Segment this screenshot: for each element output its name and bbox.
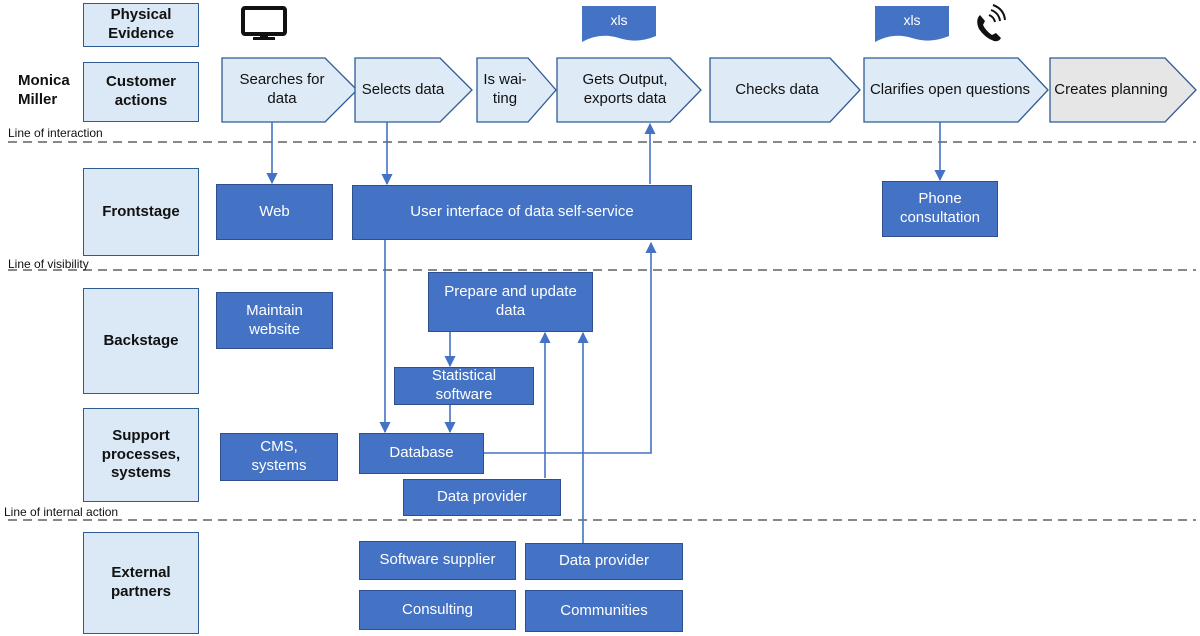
monitor-icon: [241, 6, 287, 40]
step-shape-creates: [1049, 57, 1197, 123]
box-maintain-website: Maintain website: [216, 292, 333, 349]
lane-physical-evidence: Physical Evidence: [83, 3, 199, 47]
label-line-of-visibility: Line of visibility: [8, 257, 89, 271]
xls-document-2: [875, 6, 949, 42]
persona-first-name: Monica: [18, 72, 70, 89]
box-web: Web: [216, 184, 333, 240]
step-shape-output: [556, 57, 702, 123]
xls-document-1: [582, 6, 656, 42]
step-shape-waiting: [476, 57, 557, 123]
xls-label-1: xls: [610, 12, 628, 28]
step-clarifies-open-questions: Clarifies open questions: [869, 80, 1031, 98]
box-statistical-software: Statistical software: [394, 367, 534, 405]
step-shape-searches: [221, 57, 358, 123]
box-data-provider-internal: Data provider: [403, 479, 561, 516]
step-searches-for-data: Searches for data: [239, 71, 325, 107]
xls-label-2: xls: [903, 12, 921, 28]
label-line-of-interaction: Line of interaction: [8, 126, 103, 140]
step-selects-data: Selects data: [361, 80, 445, 98]
step-shape-checks: [709, 57, 861, 123]
lane-frontstage: Frontstage: [83, 168, 199, 256]
connector-database-ui: [484, 241, 657, 454]
box-data-provider-external: Data provider: [525, 543, 683, 580]
box-software-supplier: Software supplier: [359, 541, 516, 580]
step-is-waiting: Is wai-ting: [483, 71, 527, 107]
box-prepare-update-data: Prepare and update data: [428, 272, 593, 332]
step-shape-clarifies: [863, 57, 1049, 123]
phone-icon: [977, 4, 1006, 42]
box-user-interface: User interface of data self-service: [352, 185, 692, 240]
step-creates-planning: Creates planning: [1054, 80, 1168, 98]
step-checks-data: Checks data: [735, 80, 819, 98]
lane-customer-actions: Customer actions: [83, 62, 199, 122]
box-communities: Communities: [525, 590, 683, 632]
box-cms-systems: CMS, systems: [220, 433, 338, 481]
step-shape-selects: [354, 57, 473, 123]
box-database: Database: [359, 433, 484, 474]
step-gets-output: Gets Output, exports data: [582, 71, 668, 107]
label-line-of-internal-action: Line of internal action: [4, 505, 119, 519]
persona-name: Monica Miller: [18, 72, 70, 110]
persona-last-name: Miller: [18, 90, 58, 108]
box-phone-consultation: Phone consultation: [882, 181, 998, 237]
lane-backstage: Backstage: [83, 288, 199, 394]
lane-external-partners: External partners: [83, 532, 199, 634]
box-consulting: Consulting: [359, 590, 516, 630]
lane-support: Support processes, systems: [83, 408, 199, 502]
